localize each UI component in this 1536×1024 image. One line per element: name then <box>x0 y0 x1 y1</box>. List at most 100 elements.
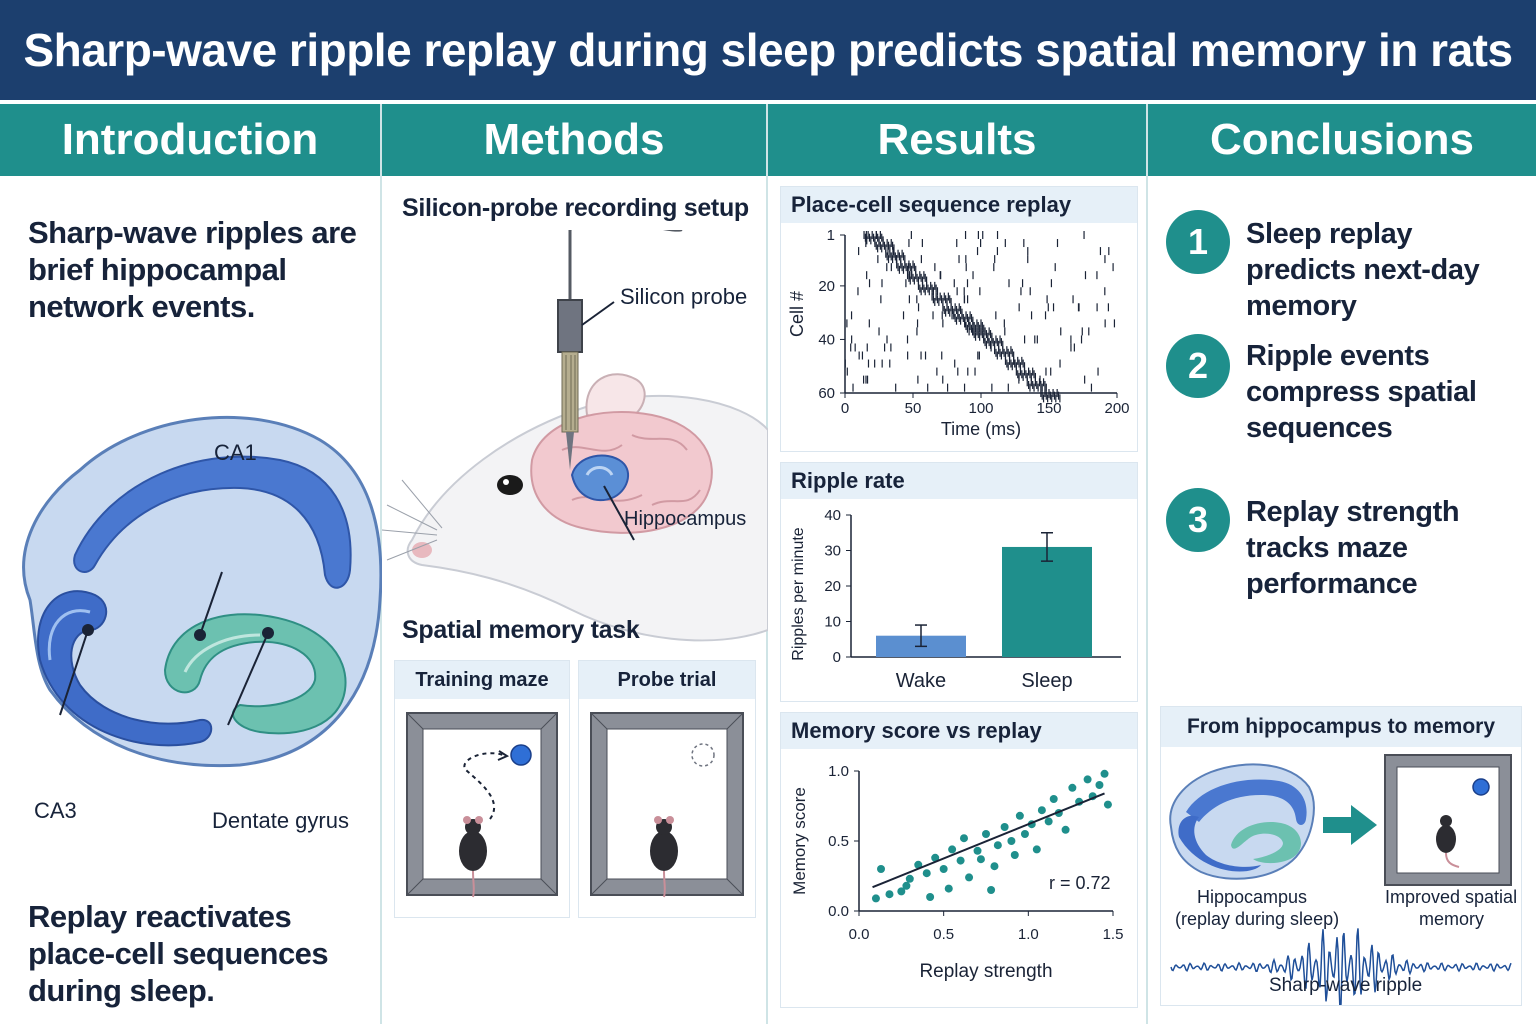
scatter-point <box>939 865 948 873</box>
bar-y-tick-label: 0 <box>833 649 841 666</box>
scatter-point <box>959 834 968 843</box>
scatter-point <box>973 846 982 855</box>
scatter-point <box>931 853 940 862</box>
introduction-column: Introduction Sharp-wave ripples are brie… <box>0 104 382 1024</box>
scatter-point <box>871 894 880 903</box>
probe-trial-drawing <box>590 712 744 898</box>
ripple-rate-header: Ripple rate <box>781 463 1137 499</box>
scatter-point <box>1032 845 1041 854</box>
raster-y-label: Cell # <box>787 291 807 337</box>
raster-x-tick-label: 100 <box>968 400 993 417</box>
hippocampus-label: Hippocampus <box>624 508 747 530</box>
scatter-point <box>1068 783 1077 792</box>
scatter-point <box>1007 837 1016 845</box>
scatter-point <box>1049 795 1058 803</box>
scatter-point <box>926 893 935 901</box>
scatter-point <box>1010 851 1019 859</box>
scatter-point <box>1044 817 1053 826</box>
conclusion-text-1: Sleep replay predicts next-day memory <box>1246 218 1480 322</box>
scatter-point <box>922 869 931 878</box>
training-maze-label: Training maze <box>415 668 549 691</box>
scatter-point <box>976 855 985 864</box>
scatter-point <box>902 881 911 890</box>
scatter-point <box>948 845 957 854</box>
rat-probe-illustration <box>382 230 768 642</box>
memory-caption-2: memory <box>1419 909 1485 929</box>
scatter-point <box>990 862 999 871</box>
scatter-point <box>1100 769 1109 778</box>
introduction-header: Introduction <box>0 104 380 180</box>
conclusions-header: Conclusions <box>1148 104 1536 180</box>
scatter-y-tick-label: 0.0 <box>828 903 849 920</box>
scatter-point <box>1015 811 1024 820</box>
scatter-point <box>905 874 914 883</box>
memory-scatter-title: Memory score vs replay <box>791 718 1042 743</box>
scatter-y-tick-label: 0.5 <box>828 833 849 850</box>
scatter-point <box>1000 823 1009 831</box>
scatter-x-tick-label: 1.0 <box>1018 926 1039 943</box>
bar-y-label: Ripples per minute <box>790 527 807 661</box>
introduction-heading: Introduction <box>61 115 319 164</box>
memory-caption-1: Improved spatial <box>1385 887 1518 907</box>
scatter-point <box>885 890 894 899</box>
scatter-x-tick-label: 1.5 <box>1103 926 1124 943</box>
conclusion-number-3: 3 <box>1166 488 1230 552</box>
conclusions-heading: Conclusions <box>1209 115 1475 164</box>
raster-y-tick-label: 60 <box>818 385 835 402</box>
raster-x-tick-label: 200 <box>1104 400 1129 417</box>
scatter-y-label: Memory score <box>790 787 809 895</box>
methods-heading: Methods <box>483 115 665 164</box>
scatter-point <box>987 886 996 894</box>
methods-header: Methods <box>382 104 766 180</box>
summary-title: From hippocampus to memory <box>1186 715 1496 738</box>
hippocampus-diagram <box>22 416 382 768</box>
scatter-x-tick-label: 0.0 <box>849 926 870 943</box>
scatter-point <box>1037 806 1046 815</box>
raster-x-tick-label: 50 <box>905 400 922 417</box>
conclusions-column: Conclusions 1 Sleep replay predicts next… <box>1148 104 1536 1024</box>
conclusion-text-3: Replay strength tracks maze performance <box>1246 496 1460 600</box>
correlation-annotation: r = 0.72 <box>1049 873 1111 893</box>
trend-line <box>872 792 1105 889</box>
conclusion-number-2: 2 <box>1166 334 1230 398</box>
bar-y-tick-label: 20 <box>824 578 841 595</box>
bar-y-tick-label: 10 <box>824 614 841 631</box>
scatter-point <box>1083 775 1092 784</box>
bar-category-label: Sleep <box>1021 670 1072 692</box>
scatter-point <box>1095 781 1104 789</box>
label-ca3: CA3 <box>34 798 77 823</box>
scatter-point <box>982 830 990 838</box>
conclusion-number-1: 1 <box>1166 210 1230 274</box>
probe-trial-label: Probe trial <box>617 668 717 691</box>
label-dentate-gyrus: Dentate gyrus <box>212 808 349 833</box>
methods-column: Methods Silicon-probe recording setup <box>382 104 768 1024</box>
raster-header: Place-cell sequence replay <box>781 187 1137 223</box>
bar-y-tick-label: 40 <box>824 507 841 524</box>
scatter-x-label: Replay strength <box>919 961 1052 982</box>
scatter-point <box>914 860 923 869</box>
poster-title: Sharp-wave ripple replay during sleep pr… <box>23 24 1513 76</box>
bar-sleep <box>1002 546 1092 657</box>
summary-illustration <box>1169 754 1512 1011</box>
ripple-rate-title: Ripple rate <box>791 468 905 493</box>
setup-title: Silicon-probe recording setup <box>402 194 749 222</box>
raster-title: Place-cell sequence replay <box>791 192 1072 217</box>
probe-trial-header: Probe trial <box>579 661 755 699</box>
scatter-point <box>993 841 1002 850</box>
raster-x-tick-label: 150 <box>1036 400 1061 417</box>
conclusion-text-2: Ripple events compress spatial sequences <box>1246 340 1477 444</box>
label-ca1: CA1 <box>214 440 257 465</box>
scatter-point <box>956 856 965 865</box>
ripple-caption: Sharp-wave ripple <box>1269 975 1423 996</box>
training-maze-panel: Training maze <box>394 660 570 918</box>
raster-x-tick-label: 0 <box>841 400 849 417</box>
summary-panel: From hippocampus to memory <box>1160 706 1522 1011</box>
intro-text-2: Replay reactivates place-cell sequences … <box>28 899 329 1008</box>
summary-header: From hippocampus to memory <box>1161 707 1521 747</box>
